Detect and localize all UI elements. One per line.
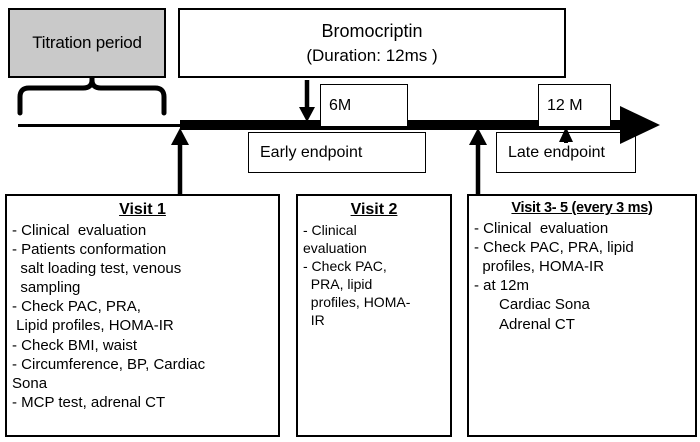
milestone-6m-label: 6M (329, 96, 352, 114)
early-endpoint-label: Early endpoint (260, 143, 363, 161)
titration-period-box: Titration period (8, 8, 166, 78)
late-endpoint-box: Late endpoint (496, 132, 636, 173)
milestone-12m-box: 12 M (538, 84, 611, 127)
visit1-to-timeline-arrow-head (171, 128, 189, 145)
titration-brace (17, 77, 167, 116)
visit-3-5-card: Visit 3- 5 (every 3 ms) - Clinical evalu… (467, 194, 697, 437)
visit-1-line: - Patients conformation (12, 240, 167, 258)
visit-3-5-line: - Clinical evaluation (474, 219, 609, 237)
visit-1-line: salt loading test, venous (12, 259, 182, 277)
visit-2-card: Visit 2 - Clinical evaluation - Check PA… (296, 194, 452, 437)
visit-3-5-line: Cardiac Sona (474, 296, 590, 314)
visit-2-line: profiles, HOMA- (303, 294, 411, 311)
milestone-6m-box: 6M (320, 84, 408, 127)
visit-3-5-line: profiles, HOMA-IR (474, 258, 605, 276)
visit-2-line: PRA, lipid (303, 276, 373, 293)
visit-1-line: - Check BMI, waist (12, 336, 138, 354)
visit-2-line: - Check PAC, (303, 257, 387, 274)
visit-1-line: Lipid profiles, HOMA-IR (12, 317, 174, 335)
visit-1-line: sampling (12, 279, 81, 297)
visit-2-line: - Clinical (303, 221, 357, 238)
visit-1-line: - Clinical evaluation (12, 221, 147, 239)
visit-3-5-title: Visit 3- 5 (every 3 ms) (511, 200, 653, 216)
visit-3-5-line: - at 12m (474, 277, 530, 295)
visit-1-card: Visit 1 - Clinical evaluation - Patients… (5, 194, 280, 437)
timeline-thin-segment (18, 124, 185, 127)
visit-3-5-line: - Check PAC, PRA, lipid (474, 238, 634, 256)
visit-1-line: - Circumference, BP, Cardiac (12, 355, 206, 373)
titration-period-label: Titration period (32, 33, 142, 52)
visit-1-title: Visit 1 (119, 201, 166, 218)
drug-name-label: Bromocriptin (321, 20, 423, 41)
bromocriptin-box: Bromocriptin (Duration: 12ms ) (178, 8, 566, 78)
early-endpoint-box: Early endpoint (248, 132, 426, 173)
visit-2-title: Visit 2 (350, 201, 398, 218)
visit-1-line: - MCP test, adrenal CT (12, 394, 166, 412)
visit-1-line: - Check PAC, PRA, (12, 298, 141, 316)
visit-3-5-line: Adrenal CT (474, 315, 575, 333)
visit-1-line: Sona (12, 375, 48, 393)
late-endpoint-label: Late endpoint (508, 143, 605, 161)
visit-2-line: IR (303, 312, 325, 329)
milestone-12m-label: 12 M (547, 96, 583, 114)
visit35-to-timeline-arrow-head (469, 128, 487, 145)
visit-2-line: evaluation (303, 239, 367, 256)
drug-duration-label: (Duration: 12ms ) (306, 45, 438, 65)
